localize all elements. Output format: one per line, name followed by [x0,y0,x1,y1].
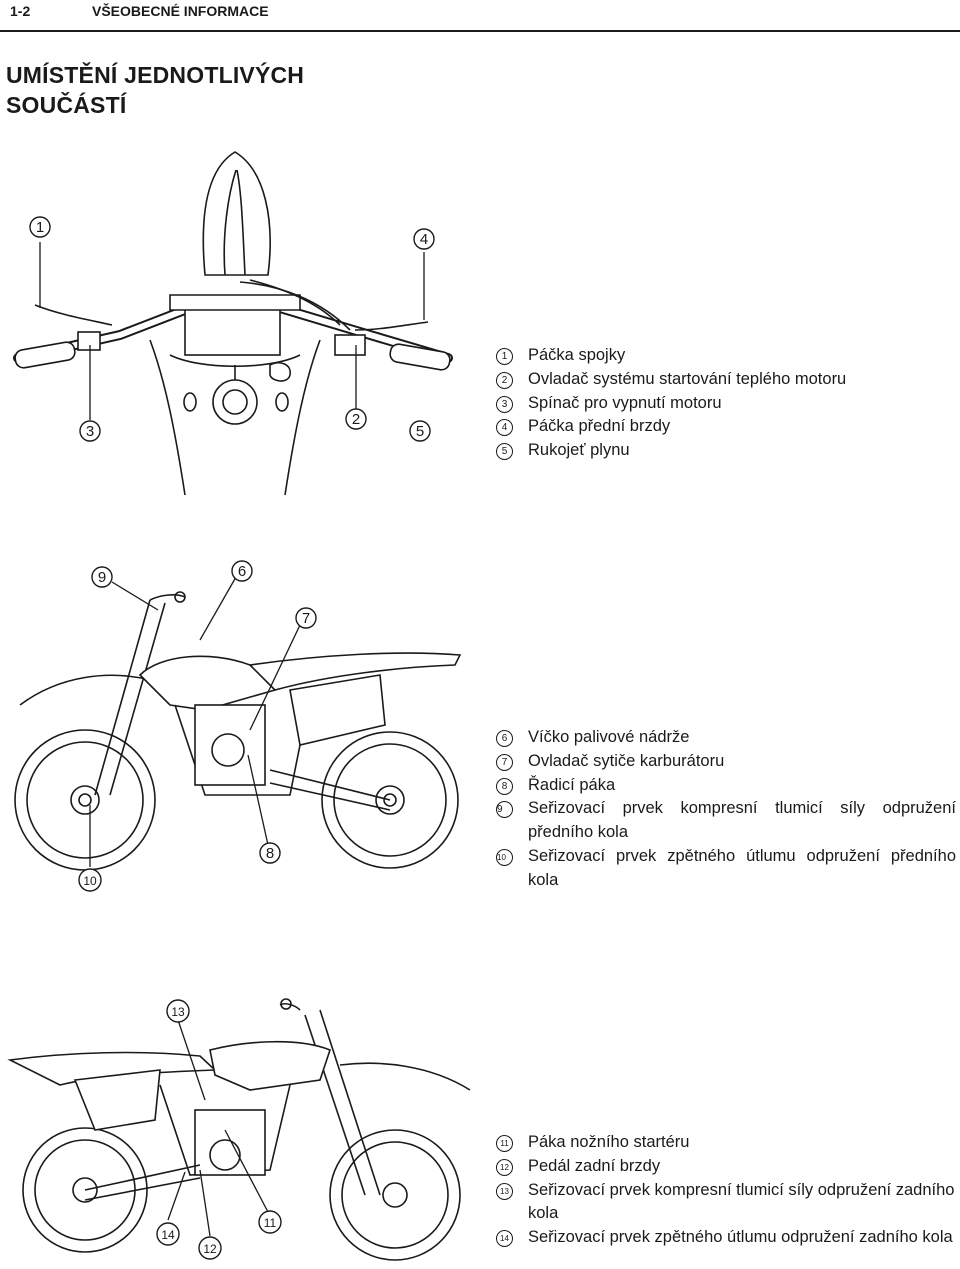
svg-text:4: 4 [420,231,428,248]
legend-number: 12 [496,1158,513,1176]
callout-10: 10 [78,868,102,892]
legend-number: 13 [496,1182,513,1200]
legend-text: Spínač pro vypnutí motoru [528,393,722,412]
legend-number: 14 [496,1230,513,1248]
callout-14: 14 [156,1222,180,1246]
legend-item: 8 Řadicí páka [496,774,956,798]
legend-item: 14 Seřizovací prvek zpětného útlumu odpru… [496,1226,956,1250]
legend-text: Páka nožního startéru [528,1133,690,1151]
callout-5: 5 [409,420,431,442]
callout-4: 4 [413,228,435,250]
legend-figure-2: 6 Víčko palivové nádrže 7 Ovladač sytiče k… [496,726,956,893]
legend-item: 11 Páka nožního startéru [496,1131,956,1155]
legend-number: 9 [496,801,513,819]
callout-6: 6 [231,560,253,582]
svg-text:12: 12 [203,1242,217,1256]
svg-text:7: 7 [302,610,310,627]
handlebar-illustration: 1 4 3 2 5 [13,151,453,496]
svg-text:11: 11 [264,1216,277,1230]
legend-text: Seřizovací prvek zpětného útlumu odpruže… [528,1228,953,1247]
legend-text: Páčka spojky [528,346,626,364]
callout-7: 7 [295,607,317,629]
page-title: UMÍSTĚNÍ JEDNOTLIVÝCH SOUČÁSTÍ [6,60,426,120]
svg-text:14: 14 [161,1228,175,1242]
legend-number: 2 [496,371,513,389]
legend-item: 5 Rukojeť plynu [496,439,846,463]
legend-text: Ovladač systému startování teplého motor… [528,369,847,388]
legend-number: 1 [496,348,513,365]
legend-text: Páčka přední brzdy [528,417,671,436]
legend-item: 7 Ovladač sytiče karburátoru [496,750,956,774]
legend-text: Víčko palivové nádrže [528,728,690,746]
legend-text: Rukojeť plynu [528,441,630,460]
legend-number: 5 [496,443,513,461]
legend-number: 4 [496,419,513,437]
callout-9: 9 [91,566,113,588]
legend-item: 13 Seřizovací prvek kompresní tlumicí síl… [496,1179,956,1227]
legend-text: Seřizovací prvek zpětného útlumu odpruže… [528,846,956,889]
left-side-illustration: 9 6 7 8 10 [14,560,462,892]
svg-text:9: 9 [98,569,106,586]
legend-number: 8 [496,777,513,795]
legend-number: 6 [496,730,513,747]
svg-text:3: 3 [86,423,94,440]
page-title-line-2: SOUČÁSTÍ [6,92,127,118]
legend-figure-1: 1 Páčka spojky 2 Ovladač systému startován… [496,344,846,463]
right-side-illustration: 13 14 12 11 [7,998,471,1261]
callout-11: 11 [258,1210,282,1234]
legend-item: 4 Páčka přední brzdy [496,415,846,439]
legend-text: Pedál zadní brzdy [528,1156,661,1175]
legend-item: 9 Seřizovací prvek kompresní tlumicí síly… [496,797,956,845]
legend-number: 11 [496,1135,513,1152]
page-header: 1-2 VŠEOBECNÉ INFORMACE [0,0,960,26]
svg-text:2: 2 [352,411,360,428]
legend-number: 3 [496,395,513,413]
header-rule [0,30,960,32]
legend-text: Ovladač sytiče karburátoru [528,751,725,770]
legend-text: Seřizovací prvek kompresní tlumicí síly … [528,799,956,842]
legend-item: 10 Seřizovací prvek zpětného útlumu odpru… [496,845,956,893]
page-number: 1-2 [10,3,31,19]
svg-text:10: 10 [83,874,97,888]
legend-item: 2 Ovladač systému startování teplého moto… [496,368,846,392]
legend-item: 3 Spínač pro vypnutí motoru [496,392,846,416]
legend-text: Seřizovací prvek kompresní tlumicí síly … [528,1180,955,1223]
callout-8: 8 [259,842,281,864]
svg-text:1: 1 [36,219,44,236]
legend-number: 10 [496,848,513,866]
legend-item: 1 Páčka spojky [496,344,846,368]
legend-figure-3: 11 Páka nožního startéru 12 Pedál zadní br… [496,1131,956,1250]
page-title-line-1: UMÍSTĚNÍ JEDNOTLIVÝCH [6,62,305,88]
svg-text:5: 5 [416,423,424,440]
callout-2: 2 [345,408,367,430]
svg-text:13: 13 [171,1005,185,1019]
callout-1: 1 [29,216,51,238]
section-title: VŠEOBECNÉ INFORMACE [92,3,269,19]
callout-3: 3 [79,420,101,442]
legend-text: Řadicí páka [528,775,616,794]
callout-12: 12 [198,1236,222,1260]
legend-number: 7 [496,753,513,771]
svg-text:8: 8 [266,845,274,862]
legend-item: 6 Víčko palivové nádrže [496,726,956,750]
callout-13: 13 [166,999,190,1023]
legend-item: 12 Pedál zadní brzdy [496,1155,956,1179]
svg-text:6: 6 [238,563,246,580]
